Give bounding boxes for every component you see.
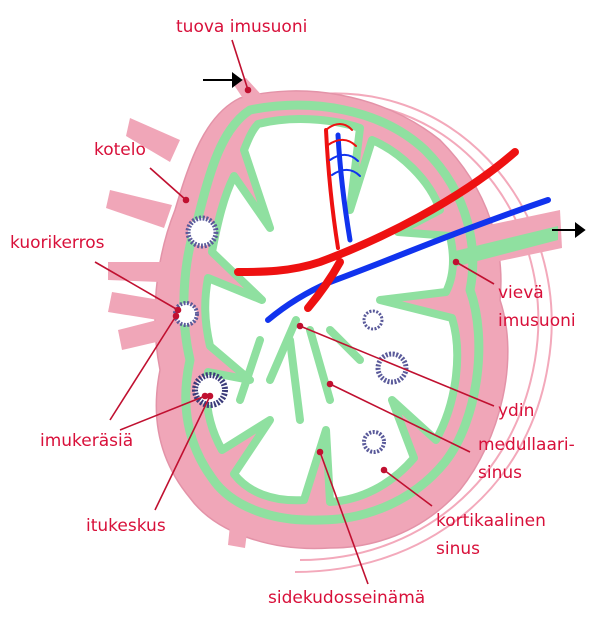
label-efferent-1: vievä [498, 283, 544, 303]
label-medullary-2: sinus [478, 463, 522, 483]
follicle [195, 375, 225, 405]
label-germinal: itukeskus [86, 516, 166, 536]
label-efferent-2: imusuoni [498, 311, 576, 331]
label-nodules: imukeräsiä [40, 431, 133, 451]
follicle [188, 218, 216, 246]
label-cortical-2: sinus [436, 539, 480, 559]
label-afferent: tuova imusuoni [176, 17, 307, 37]
label-trabecula: sidekudosseinämä [268, 588, 425, 608]
follicle [364, 432, 384, 452]
label-cortex: kuorikerros [10, 233, 105, 253]
label-capsule: kotelo [94, 140, 146, 160]
label-medulla: ydin [498, 401, 534, 421]
label-medullary-1: medullaari- [478, 435, 575, 455]
follicle [364, 311, 382, 329]
arrow-icon [203, 74, 241, 86]
label-cortical-1: kortikaalinen [436, 511, 546, 531]
